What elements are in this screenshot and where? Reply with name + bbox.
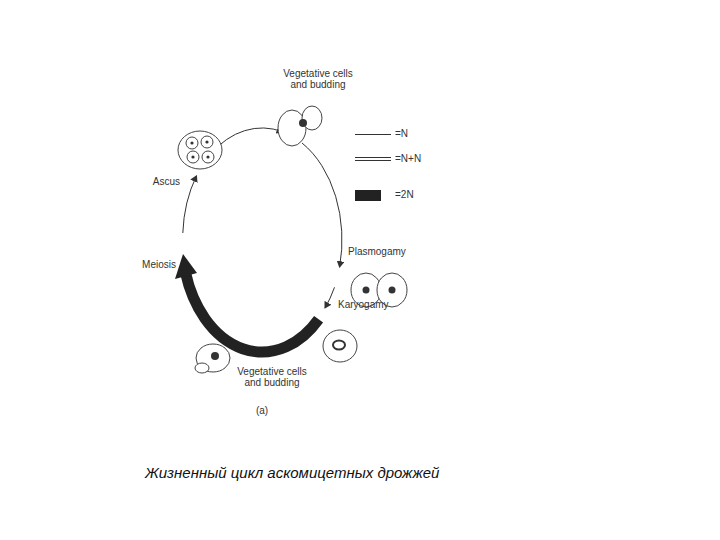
stage-label: Meiosis: [130, 259, 176, 270]
legend-text: =N: [395, 128, 408, 140]
stage-label: Karyogamy: [338, 299, 404, 310]
legend-swatch: [355, 190, 381, 201]
stage-label: Vegetative cells and budding: [276, 68, 360, 90]
panel-letter: (a): [250, 405, 274, 416]
stage-label: Vegetative cells and budding: [230, 366, 314, 388]
figure-caption: Жизненный цикл аскомицетных дрожжей: [145, 464, 439, 481]
stage-label: Ascus: [140, 176, 180, 187]
double-line-sample: [355, 157, 391, 161]
legend-text: =2N: [395, 189, 414, 201]
single-line-sample: [355, 134, 391, 135]
stage-label: Plasmogamy: [348, 246, 418, 257]
legend-text: =N+N: [395, 153, 421, 165]
